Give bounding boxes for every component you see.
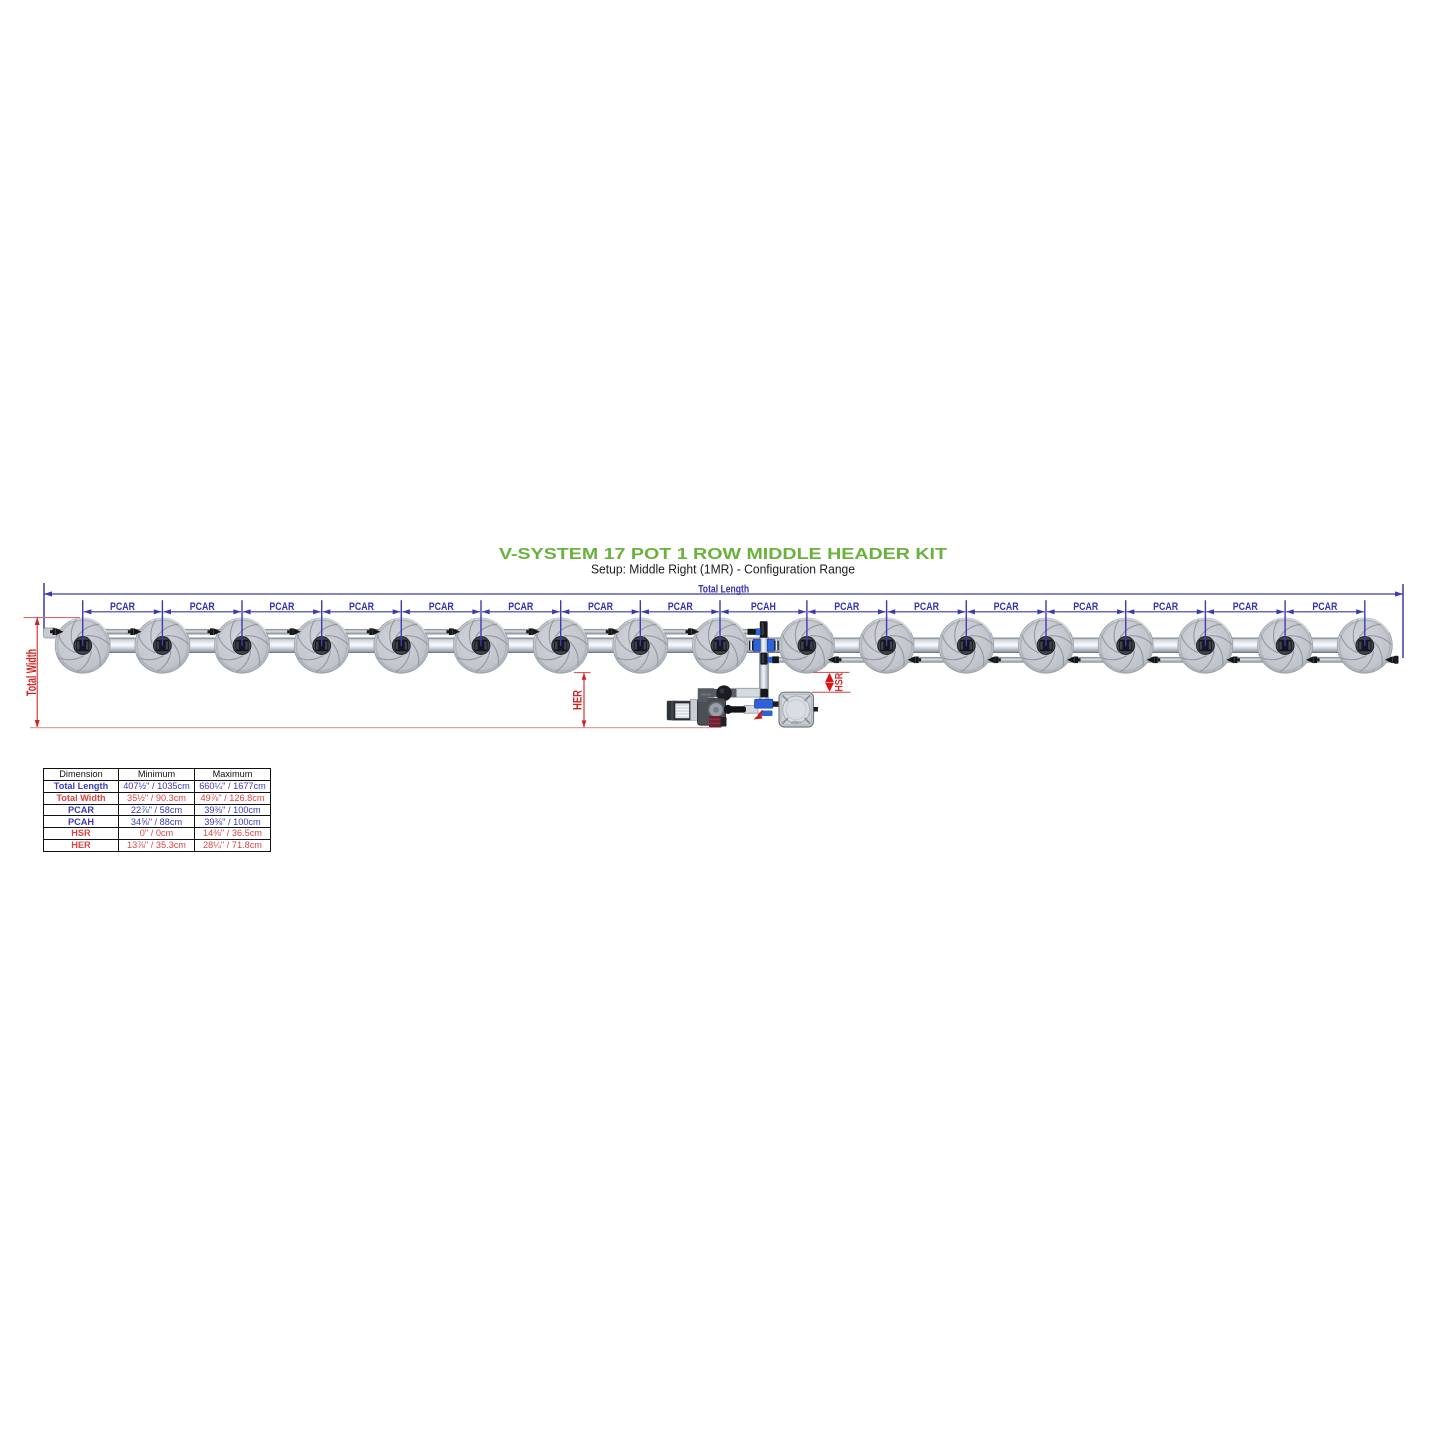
svg-text:alien: alien: [791, 720, 801, 725]
svg-text:Total Length: Total Length: [698, 583, 749, 595]
svg-text:PCAR: PCAR: [269, 601, 294, 613]
svg-text:Setup: Middle Right (1MR) - Co: Setup: Middle Right (1MR) - Configuratio…: [591, 562, 855, 577]
svg-text:PCAR: PCAR: [1233, 601, 1258, 613]
svg-text:V-SYSTEM 17 POT 1 ROW MIDDLE H: V-SYSTEM 17 POT 1 ROW MIDDLE HEADER KIT: [499, 546, 948, 563]
svg-text:PCAR: PCAR: [508, 601, 533, 613]
svg-text:PCAR: PCAR: [110, 601, 135, 613]
svg-text:PCAR: PCAR: [994, 601, 1019, 613]
svg-text:PCAR: PCAR: [834, 601, 859, 613]
svg-text:PCAR: PCAR: [668, 601, 693, 613]
svg-text:PCAR: PCAR: [349, 601, 374, 613]
svg-text:PCAR: PCAR: [190, 601, 215, 613]
svg-text:Total Width: Total Width: [24, 649, 39, 696]
svg-text:PCAH: PCAH: [751, 601, 776, 613]
svg-text:PCAR: PCAR: [1073, 601, 1098, 613]
svg-text:PCAR: PCAR: [914, 601, 939, 613]
svg-text:HER: HER: [571, 689, 584, 710]
svg-text:PCAR: PCAR: [1312, 601, 1337, 613]
svg-text:PCAR: PCAR: [588, 601, 613, 613]
svg-text:PCAR: PCAR: [429, 601, 454, 613]
svg-text:PCAR: PCAR: [1153, 601, 1178, 613]
svg-text:HSR: HSR: [833, 673, 845, 692]
